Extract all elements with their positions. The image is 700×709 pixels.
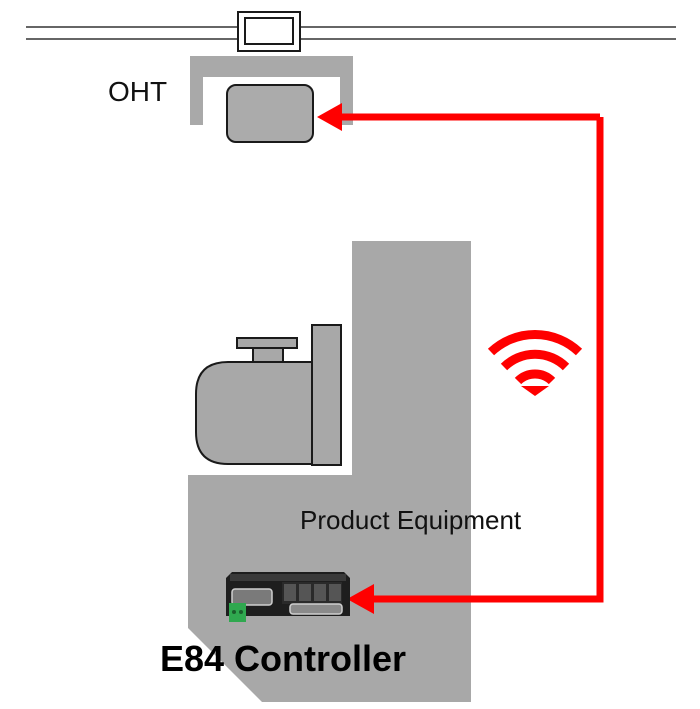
wifi-dot [521,386,549,396]
oht-trolley-inner [244,17,294,45]
oht-vehicle [190,11,353,143]
db-connector-small [231,588,273,606]
e84-controller-device [226,572,350,622]
foup-carrier [195,324,342,466]
oht-gripper-frame [190,56,353,125]
signal-path [317,103,604,614]
load-port-door [311,324,342,466]
arrow-head-icon [317,103,342,131]
foup-body [195,361,313,465]
foup-handle-neck [252,346,284,363]
controller-label: E84 Controller [160,638,407,679]
foup-handle-top [236,337,298,349]
oht-label: OHT [108,76,168,107]
db-connector-large [289,603,343,615]
oht-hoist-unit [226,84,314,143]
equipment-body [188,241,471,702]
overhead-rail [26,26,676,40]
terminal-block [229,603,246,622]
wifi-icon [487,330,583,385]
equipment-label: Product Equipment [300,505,522,535]
arrow-head-icon [347,584,374,614]
